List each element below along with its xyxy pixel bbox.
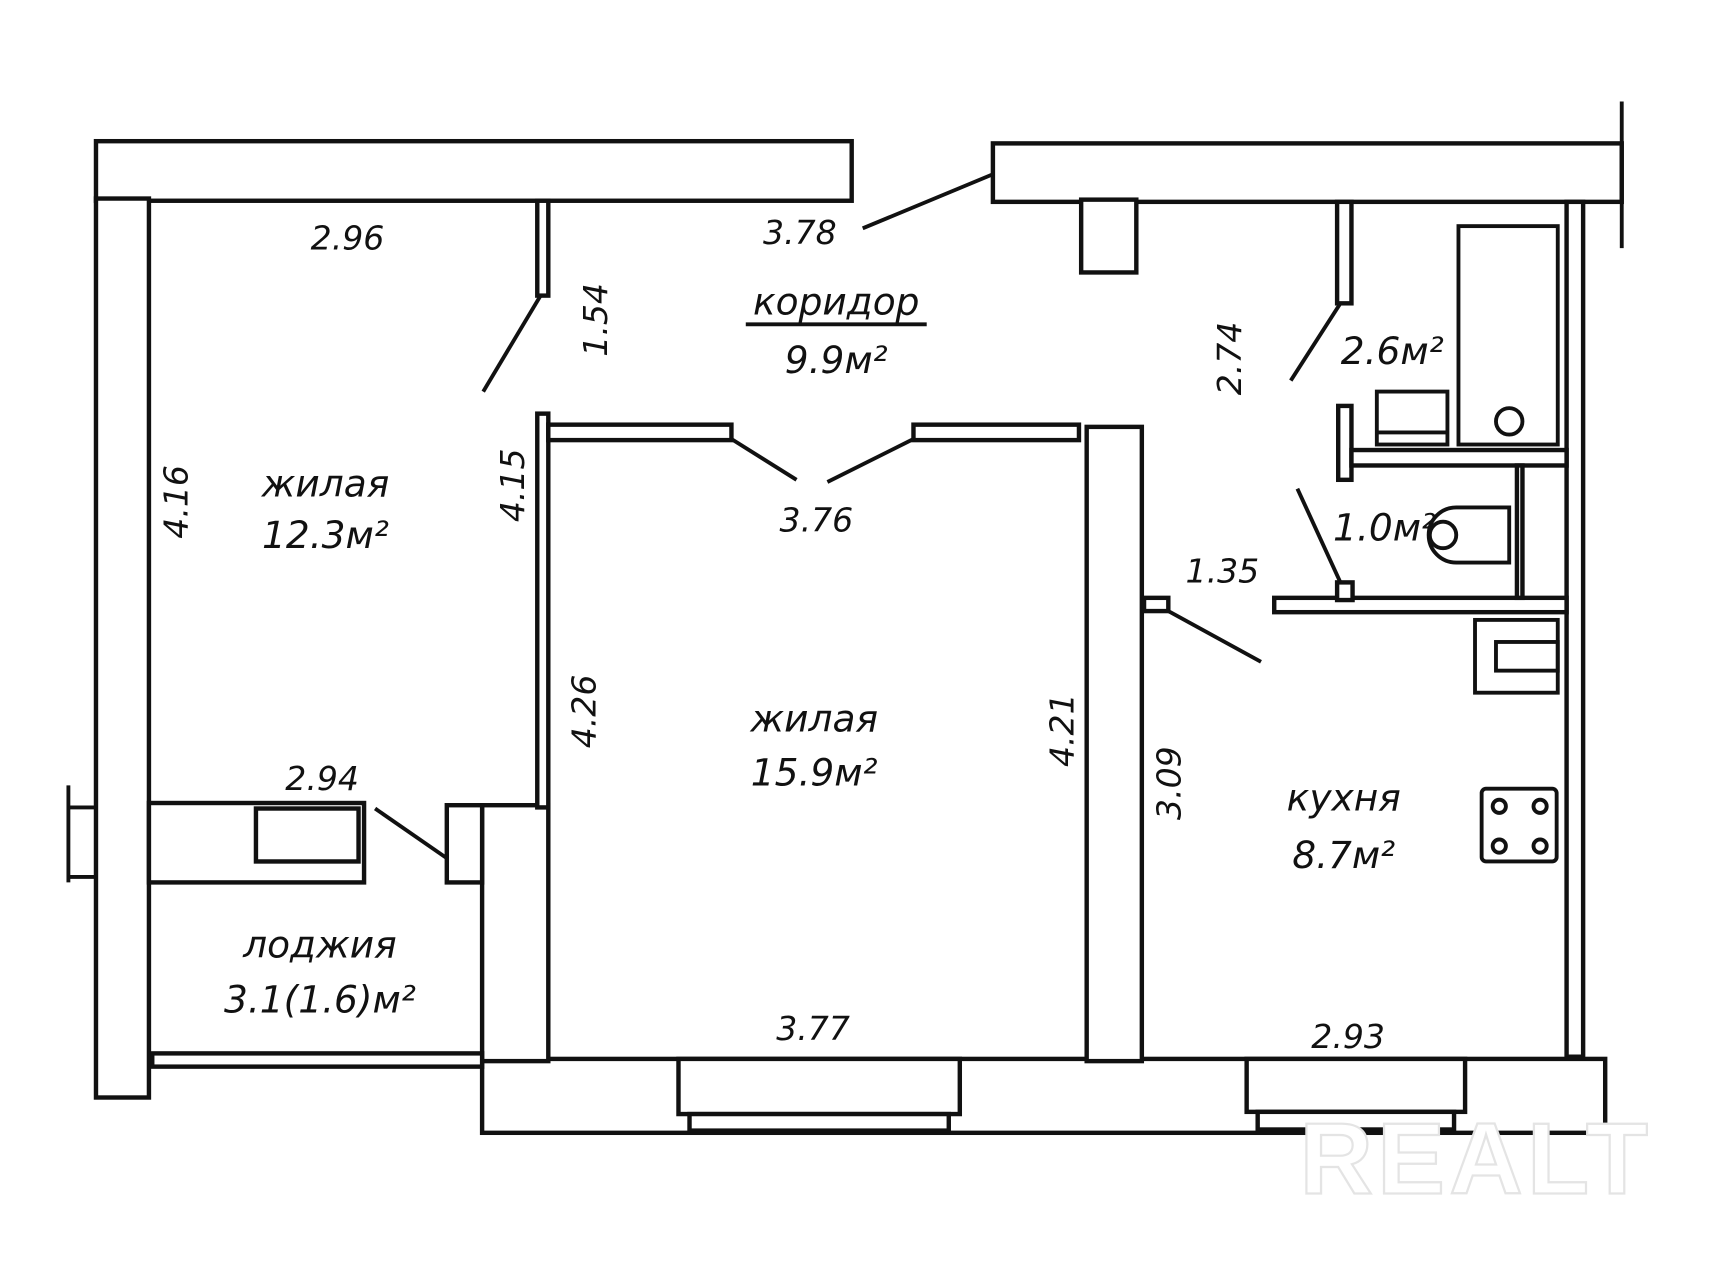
windows (676, 1056, 1468, 1133)
dim-label: 3.78 (763, 213, 837, 252)
corridor-name: коридор (753, 279, 919, 323)
dim-label: 4.21 (1042, 693, 1081, 767)
dim-label: 2.96 (311, 218, 385, 257)
dim-label: 3.09 (1149, 746, 1188, 820)
fixtures (1374, 224, 1560, 864)
living1-area: 12.3м² (262, 513, 389, 557)
dim-label: 4.15 (493, 449, 532, 523)
dim-label: 4.16 (157, 465, 196, 539)
kitchen-area: 8.7м² (1292, 833, 1395, 877)
kitchen-name: кухня (1287, 776, 1401, 820)
watermark-logo: REALT (1300, 1101, 1653, 1215)
toilet-bowl (1426, 505, 1512, 565)
dim-label: 1.35 (1186, 551, 1260, 590)
bathtub (1456, 224, 1560, 447)
dimension-labels: 2.96 3.78 1.54 4.16 4.15 3.76 2.74 1.35 … (157, 213, 1385, 1056)
toilet-area: 1.0м² (1333, 505, 1436, 549)
bathroom-area: 2.6м² (1341, 329, 1444, 373)
dim-label: 3.76 (780, 501, 854, 540)
bathtub-drain (1494, 406, 1525, 437)
sink (1473, 617, 1560, 695)
corridor-area: 9.9м² (785, 338, 888, 382)
living2-area: 15.9м² (751, 750, 878, 794)
living2-name: жилая (749, 696, 878, 740)
dim-label: 3.77 (776, 1009, 850, 1048)
dim-label: 2.74 (1210, 322, 1249, 396)
dim-label: 2.93 (1311, 1017, 1385, 1056)
walls (66, 101, 1624, 1136)
room-labels: жилая 12.3м² коридор 9.9м² жилая 15.9м² … (224, 279, 1444, 1021)
door-swings (373, 172, 1343, 860)
washbasin (1374, 389, 1450, 447)
loggia-name: лоджия (242, 922, 397, 966)
stove (1479, 786, 1559, 864)
dim-label: 1.54 (576, 283, 615, 357)
living1-name: жилая (261, 461, 390, 505)
dim-label: 4.26 (565, 675, 604, 749)
loggia-area: 3.1(1.6)м² (224, 978, 416, 1022)
dim-label: 2.94 (285, 759, 359, 798)
